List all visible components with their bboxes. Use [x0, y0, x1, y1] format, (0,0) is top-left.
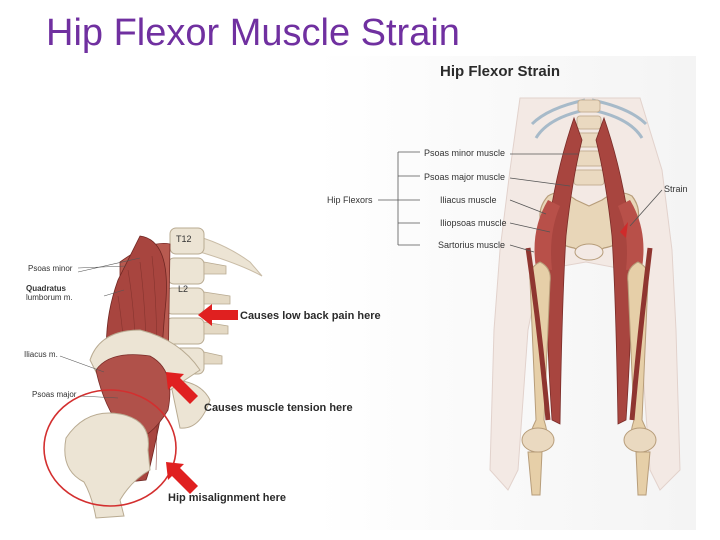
label-psoas-major-muscle: Psoas major muscle — [424, 172, 506, 182]
label-sartorius-muscle: Sartorius muscle — [438, 240, 506, 250]
pelvic-outlet — [574, 243, 604, 261]
left-figure-artwork — [43, 227, 263, 519]
iliacus-left — [534, 200, 560, 270]
left-leader-lines — [59, 257, 141, 399]
callout-low-back-pain: Causes low back pain here — [240, 310, 381, 322]
knee-left — [521, 427, 555, 453]
label-psoas-major: Psoas major — [32, 390, 77, 399]
label-iliacus: Iliacus m. — [24, 350, 58, 359]
vertebra-label-l2: L2 — [178, 284, 189, 294]
strain-marker — [620, 222, 628, 238]
knee-right — [623, 427, 657, 453]
label-iliopsoas-muscle: Iliopsoas muscle — [440, 218, 507, 228]
femur — [64, 412, 151, 519]
label-iliacus-muscle: Iliacus muscle — [440, 195, 497, 205]
strain-label: Strain — [664, 184, 688, 194]
tibia-left — [527, 451, 543, 496]
label-lumborum: lumborum m. — [26, 293, 73, 302]
highlight-circle — [43, 389, 177, 507]
sartorius-right — [629, 247, 653, 421]
label-psoas-minor: Psoas minor — [28, 264, 73, 273]
right-figure-title: Hip Flexor Strain — [440, 63, 561, 80]
tibia-right — [635, 451, 651, 496]
transverse-processes — [203, 261, 231, 365]
arrow-low-back — [198, 304, 238, 326]
callout-hip-misalignment: Hip misalignment here — [168, 492, 286, 504]
arrow-tension — [166, 372, 198, 404]
right-figure-artwork — [489, 97, 681, 496]
callout-muscle-tension: Causes muscle tension here — [204, 402, 353, 414]
label-psoas-minor-muscle: Psoas minor muscle — [424, 148, 506, 158]
sartorius-left — [525, 247, 551, 421]
vertebra-label-t12: T12 — [176, 234, 192, 244]
slide-title: Hip Flexor Muscle Strain — [46, 12, 460, 54]
hip-flexors-label: Hip Flexors — [327, 195, 373, 205]
right-leader-lines — [378, 151, 663, 253]
arrow-hip — [166, 462, 198, 494]
callout-arrows — [166, 304, 238, 494]
label-quadratus: Quadratus — [26, 284, 67, 293]
